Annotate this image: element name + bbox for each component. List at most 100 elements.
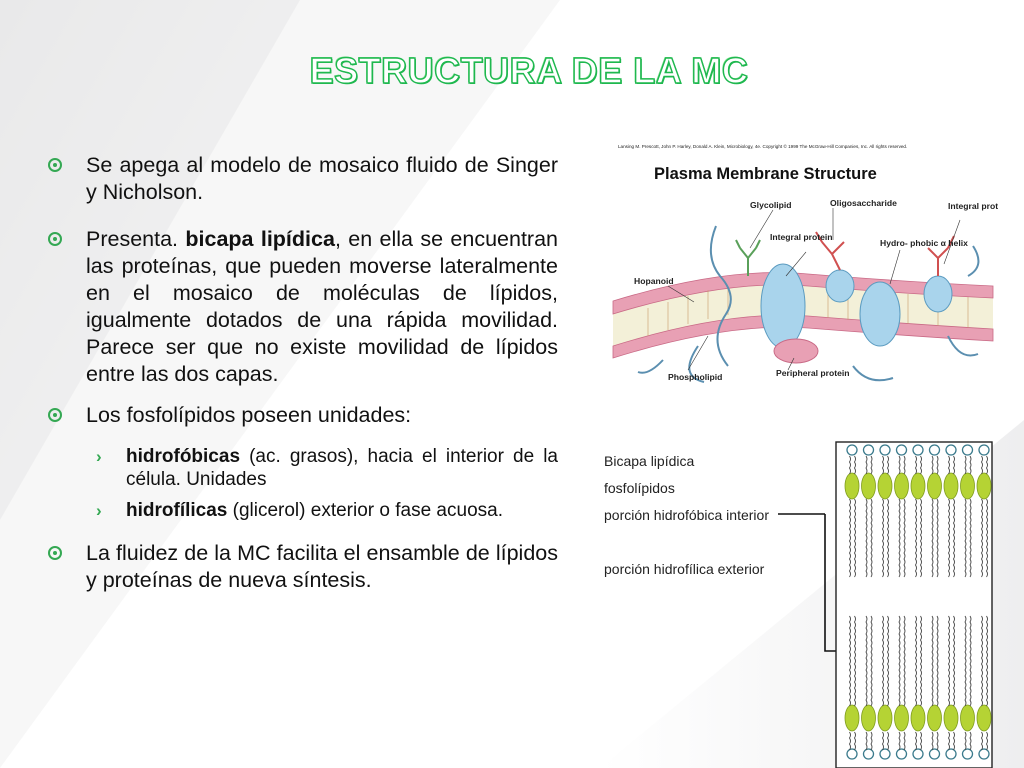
bullet-item: Los fosfolípidos poseen unidades: xyxy=(42,402,558,429)
phospholipid-tail xyxy=(886,731,889,751)
leader-lines xyxy=(667,208,961,371)
protein-strands xyxy=(637,225,980,383)
label-peripheral-protein: Peripheral protein xyxy=(776,368,850,378)
plasma-membrane-diagram: Lansing M. Prescott, John P. Harley, Don… xyxy=(608,136,998,398)
figure-heading: Plasma Membrane Structure xyxy=(654,165,877,183)
phospholipid-tail xyxy=(936,498,939,578)
phospholipid-head xyxy=(877,472,893,500)
phospholipid-tail xyxy=(952,498,955,578)
phospholipid-tail xyxy=(881,498,884,578)
phospholipid-tail xyxy=(848,615,851,707)
phospholipid-tail xyxy=(964,455,967,475)
phospholipid-head xyxy=(861,472,876,500)
phospholipid-tail xyxy=(952,731,955,751)
chevron-right-icon: › xyxy=(96,447,102,466)
phospholipid-head xyxy=(894,704,909,732)
phospholipid-tail xyxy=(903,731,906,751)
phospholipid-head xyxy=(927,704,942,732)
phospholipid-tail xyxy=(853,615,856,707)
phospholipid-tail xyxy=(931,455,934,475)
bullet-item: Presenta. bicapa lipídica, en ella se en… xyxy=(42,226,558,388)
phospholipid-tail xyxy=(881,615,884,707)
phospholipid-tail xyxy=(947,455,950,475)
phospholipid-head xyxy=(976,704,992,732)
phospholipid-tail xyxy=(865,498,868,578)
label-phospholipid: Phospholipid xyxy=(668,372,722,382)
phospholipid-tail xyxy=(898,731,901,751)
phospholipid-tail xyxy=(936,731,939,751)
phospholipid-tail xyxy=(848,498,851,578)
phospholipid-tail xyxy=(903,498,906,578)
sub-bullet-item: › hidrofílicas (glicerol) exterior o fas… xyxy=(42,499,558,522)
phospholipid-tail xyxy=(898,615,901,707)
sub-bullet-bold-text: hidrofílicas xyxy=(126,500,228,521)
phospholipid-tail xyxy=(914,615,917,707)
bullet-text: , en ella se encuentran las proteínas, q… xyxy=(86,227,558,386)
bullet-text: La fluidez de la MC facilita el ensamble… xyxy=(86,541,558,592)
phospholipid-head xyxy=(879,444,891,456)
phospholipid-tail xyxy=(964,498,967,578)
bullet-text: Los fosfolípidos poseen unidades: xyxy=(86,403,412,427)
bullet-item: Se apega al modelo de mosaico fluido de … xyxy=(42,152,558,206)
phospholipid-tail xyxy=(853,455,856,475)
phospholipid-tail xyxy=(985,731,988,751)
bullet-item: La fluidez de la MC facilita el ensamble… xyxy=(42,540,558,594)
phospholipid-tail xyxy=(952,455,955,475)
phospholipid-tail xyxy=(947,498,950,578)
glycolipid-chain xyxy=(735,239,761,276)
phospholipid-tail xyxy=(914,731,917,751)
phospholipid-tail xyxy=(914,455,917,475)
label-hidrofilica: porción hidrofílica exterior xyxy=(604,561,765,577)
phospholipid-tail xyxy=(931,615,934,707)
label-hopanoid: Hopanoid xyxy=(634,276,674,286)
phospholipid-head xyxy=(846,444,858,456)
bullet-text: Presenta. xyxy=(86,227,186,251)
phospholipid-head xyxy=(961,444,974,456)
phospholipid-head xyxy=(928,444,941,456)
phospholipid-tail xyxy=(919,731,922,751)
integral-proteins xyxy=(760,263,953,364)
phospholipid-head xyxy=(862,748,875,760)
phospholipid-tail xyxy=(870,731,873,751)
phospholipid-head xyxy=(862,444,875,456)
phospholipid-tail xyxy=(969,498,972,578)
phospholipid-head xyxy=(910,704,926,732)
slide-title: ESTRUCTURA DE LA MC xyxy=(309,49,749,91)
phospholipid-head xyxy=(927,472,942,500)
phospholipid-tail xyxy=(914,498,917,578)
phospholipid-head xyxy=(943,704,959,732)
label-hydrophobic: Hydro- phobic α helix xyxy=(880,238,968,248)
bullet-circle-icon xyxy=(48,158,62,172)
phospholipid-tail xyxy=(980,498,983,578)
phospholipid-head xyxy=(978,748,990,760)
phospholipid-tail xyxy=(947,615,950,707)
phospholipid-tail xyxy=(936,455,939,475)
oligosaccharide-chain xyxy=(815,231,955,276)
phospholipid-tail xyxy=(964,615,967,707)
phospholipid-tail xyxy=(848,731,851,751)
phospholipid-tail xyxy=(881,455,884,475)
phospholipid-head xyxy=(976,472,992,500)
phospholipid-tail xyxy=(980,615,983,707)
label-hidrofobica: porción hidrofóbica interior xyxy=(604,507,769,523)
phospholipid-head xyxy=(844,704,860,732)
phospholipid-tail xyxy=(919,455,922,475)
phospholipid-head xyxy=(910,472,926,500)
sub-bullet-bold-text: hidrofóbicas xyxy=(126,446,241,467)
phospholipid-head xyxy=(861,704,876,732)
sub-bullet-text: (glicerol) exterior o fase acuosa. xyxy=(227,500,503,521)
label-oligosaccharide: Oligosaccharide xyxy=(830,198,897,208)
phospholipid-head xyxy=(894,472,909,500)
phospholipid-tail xyxy=(985,455,988,475)
phospholipid-rows xyxy=(844,444,992,760)
sub-bullet-text: (ac. grasos), hacia el interior de la cé… xyxy=(126,446,558,490)
phospholipid-tail xyxy=(969,615,972,707)
phospholipid-tail xyxy=(886,455,889,475)
phospholipid-tail xyxy=(964,731,967,751)
phospholipid-tail xyxy=(903,455,906,475)
phospholipid-tail xyxy=(870,455,873,475)
label-integral-protein-top: Integral protein xyxy=(948,201,998,211)
phospholipid-tail xyxy=(969,455,972,475)
phospholipid-tail xyxy=(952,615,955,707)
bullet-list: Se apega al modelo de mosaico fluido de … xyxy=(42,152,558,594)
